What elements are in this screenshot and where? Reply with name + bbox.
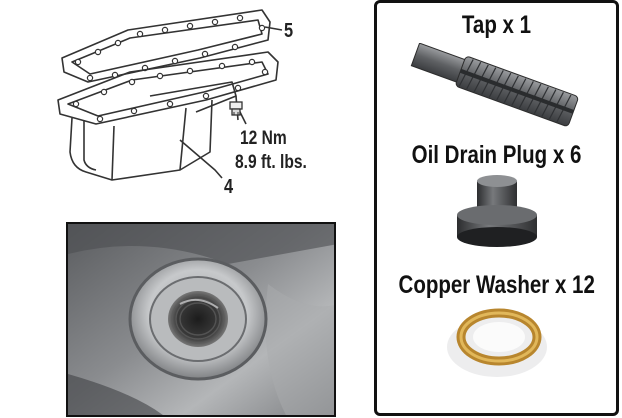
tap-icon xyxy=(410,43,579,127)
oil-pan-diagram xyxy=(57,9,283,181)
oil-drain-plug-label: Oil Drain Plug x 6 xyxy=(411,141,582,169)
drain-plug-icon xyxy=(229,101,243,116)
kit-contents-panel: Tap x 1 Oil Drain Plug x 6 xyxy=(374,0,619,416)
tap-label: Tap x 1 xyxy=(461,11,532,39)
oil-pan-drain-hole-photo xyxy=(66,222,336,417)
torque-value-ftlbs: 8.9 ft. lbs. xyxy=(235,152,307,173)
callout-pan-number: 4 xyxy=(224,176,234,198)
drain-plug-icon xyxy=(457,175,537,247)
callout-gasket-number: 5 xyxy=(284,20,294,42)
copper-washer-icon xyxy=(447,308,547,377)
copper-washer-label: Copper Washer x 12 xyxy=(398,271,595,299)
torque-value-nm: 12 Nm xyxy=(240,128,287,149)
